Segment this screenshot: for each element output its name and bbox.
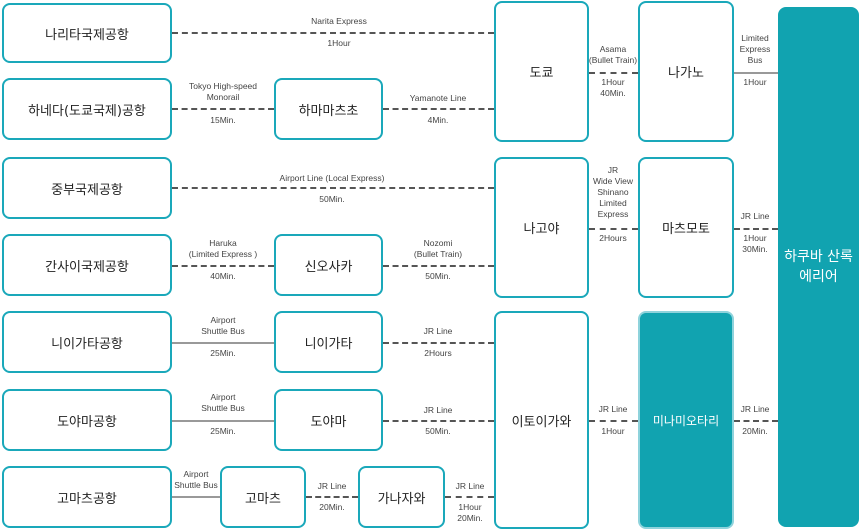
route-line-komatsu-airport-komatsu — [172, 496, 220, 498]
route-label-time: 25Min. — [210, 348, 236, 358]
route-label-name: Yamanote Line — [409, 93, 467, 103]
airport-haneda: 하네다(도쿄국제)공항 — [2, 78, 172, 140]
route-line-nagano-hakuba — [734, 72, 778, 74]
route-label-time: 1Hour — [327, 38, 351, 48]
destination-hakuba: 하쿠바 산록 에리어 — [778, 7, 859, 527]
route-line-itoigawa-minamiotari — [589, 420, 638, 422]
station-toyama: 도야마 — [274, 389, 383, 451]
route-label-name: Nozomi(Bullet Train) — [413, 238, 463, 259]
route-label-time: 2Hours — [599, 233, 627, 243]
route-line-chubu-nagoya — [172, 187, 494, 189]
route-line-hamamatsucho-tokyo — [383, 108, 494, 110]
station-shin-osaka: 신오사카 — [274, 234, 383, 296]
airport-chubu: 중부국제공항 — [2, 157, 172, 219]
station-nagano: 나가노 — [638, 1, 734, 142]
route-line-kansai-shinosaka — [172, 265, 274, 267]
route-label-time: 20Min. — [742, 426, 768, 436]
route-line-minamiotari-hakuba — [734, 420, 778, 422]
hub-nagoya: 나고야 — [494, 157, 589, 298]
airport-niigata: 니이가타공항 — [2, 311, 172, 373]
airport-kansai: 간사이국제공항 — [2, 234, 172, 296]
route-line-narita-tokyo — [172, 32, 494, 34]
station-kanazawa: 가나자와 — [358, 466, 445, 528]
route-label-name: Asama(Bullet Train) — [588, 44, 638, 65]
route-line-nagoya-matsumoto — [589, 228, 638, 230]
destination-label-line2: 에리어 — [799, 269, 838, 285]
destination-label-line1: 하쿠바 산록 — [784, 249, 853, 265]
station-komatsu: 고마츠 — [220, 466, 306, 528]
station-matsumoto: 마츠모토 — [638, 157, 734, 298]
route-label-time: 15Min. — [210, 115, 236, 125]
route-label-name: JR Line — [455, 481, 485, 491]
route-line-shinosaka-nagoya — [383, 265, 494, 267]
route-label-name: JR Line — [423, 405, 453, 415]
hub-tokyo: 도쿄 — [494, 1, 589, 142]
route-label-time: 2Hours — [424, 348, 452, 358]
route-line-toyama-itoigawa — [383, 420, 494, 422]
route-label-name: JR Line — [740, 404, 770, 414]
route-line-haneda-hamamatsucho — [172, 108, 274, 110]
route-line-niigata-itoigawa — [383, 342, 494, 344]
airport-toyama: 도야마공항 — [2, 389, 172, 451]
route-label-time: 50Min. — [319, 194, 345, 204]
route-label-name: Narita Express — [311, 16, 367, 26]
route-line-toyama-airport-toyama — [172, 420, 274, 422]
route-line-matsumoto-hakuba — [734, 228, 778, 230]
route-line-niigata-airport-niigata — [172, 342, 274, 344]
airport-komatsu: 고마츠공항 — [2, 466, 172, 528]
route-label-time: 40Min. — [210, 271, 236, 281]
station-hamamatsucho: 하마마츠초 — [274, 78, 383, 140]
route-line-kanazawa-itoigawa — [445, 496, 494, 498]
route-line-tokyo-nagano — [589, 72, 638, 74]
route-label-name: JR Line — [317, 481, 347, 491]
airport-narita: 나리타국제공항 — [2, 3, 172, 63]
route-label-name: JR Line — [423, 326, 453, 336]
station-niigata: 니이가타 — [274, 311, 383, 373]
route-label-time: 20Min. — [319, 502, 345, 512]
route-label-name: JR Line — [740, 211, 770, 221]
route-label-time: 50Min. — [425, 426, 451, 436]
route-label-name: JR Line — [598, 404, 628, 414]
route-label-time: 4Min. — [427, 115, 449, 125]
station-minami-otari: 미나미오타리 — [638, 311, 734, 529]
route-line-komatsu-kanazawa — [306, 496, 358, 498]
route-label-time: 25Min. — [210, 426, 236, 436]
route-label-time: 50Min. — [425, 271, 451, 281]
hub-itoigawa: 이토이가와 — [494, 311, 589, 529]
route-label-name: Haruka(Limited Express ) — [188, 238, 258, 259]
route-label-time: 1Hour — [743, 77, 767, 87]
route-label-time: 1Hour — [601, 426, 625, 436]
route-label-name: Airport Line (Local Express) — [279, 173, 385, 183]
